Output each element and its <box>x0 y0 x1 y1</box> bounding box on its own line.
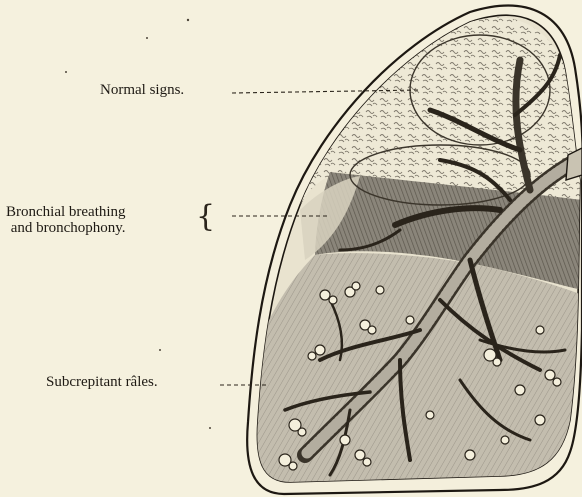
subcrepitant-rales-label: Subcrepitant râles. <box>46 374 158 390</box>
bronchial-label-line-1: Bronchial breathing <box>6 204 126 220</box>
brace-icon: { <box>196 202 215 232</box>
bronchial-breathing-label: Bronchial breathing and bronchophony. <box>6 204 126 236</box>
normal-signs-label: Normal signs. <box>100 82 184 98</box>
bronchial-label-line-2: and bronchophony. <box>6 220 126 236</box>
